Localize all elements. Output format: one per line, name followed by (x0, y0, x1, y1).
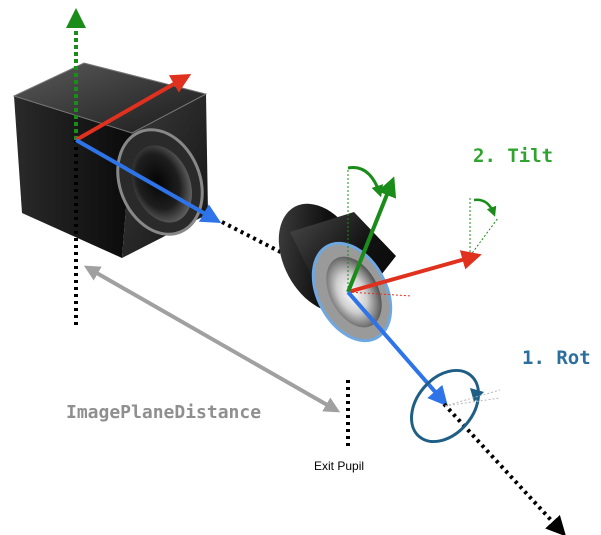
camera-body-icon (12, 62, 208, 258)
optical-axis-continuation (442, 402, 567, 535)
tilt-guides (347, 168, 499, 292)
tilt-arrow-icon (347, 166, 384, 198)
camera-forward-axis (75, 138, 222, 223)
camera-right-axis (75, 74, 192, 142)
lens-right-axis (347, 250, 482, 294)
lens-icon (278, 203, 396, 343)
exit-pupil-label: Exit Pupil (314, 459, 365, 473)
optical-axis-segment (221, 220, 301, 264)
tilt-arrow-small (473, 198, 497, 217)
rotation-circle-icon (410, 368, 501, 444)
lens-up-axis (346, 176, 397, 293)
rot-label: 1. Rot (522, 347, 591, 369)
image-plane-distance-arrow (83, 265, 341, 413)
tilt-label: 2. Tilt (473, 145, 554, 167)
image-plane-distance-label: ImagePlaneDistance (66, 402, 262, 423)
lens-forward-axis (346, 290, 448, 407)
lens-right-axis-ghost (347, 291, 413, 297)
